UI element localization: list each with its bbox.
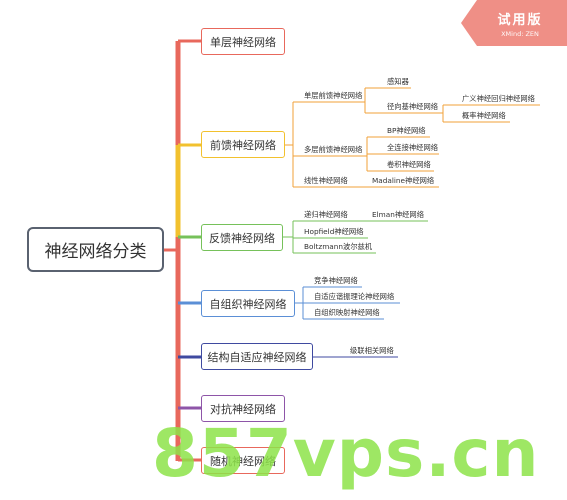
topic-feedback[interactable]: 反馈神经网络 (201, 224, 283, 251)
root-topic[interactable]: 神经网络分类 (27, 227, 164, 272)
subtopic-perceptron[interactable]: 感知器 (387, 77, 409, 86)
subtopic-boltzmann[interactable]: Boltzmann波尔兹机 (304, 242, 373, 251)
subtopic-grnn[interactable]: 广义神经回归神经网络 (462, 94, 535, 103)
subtopic-pnn[interactable]: 概率神经网络 (462, 111, 506, 120)
subtopic-cnn[interactable]: 卷积神经网络 (387, 160, 431, 169)
subtopic-multi-layer-ff[interactable]: 多层前馈神经网络 (304, 145, 363, 154)
subtopic-competitive[interactable]: 竞争神经网络 (314, 276, 358, 285)
trial-badge-subtitle: XMind: ZEN (501, 30, 539, 38)
subtopic-som[interactable]: 自组织映射神经网络 (314, 308, 380, 317)
topic-self-organizing[interactable]: 自组织神经网络 (201, 290, 295, 317)
topic-feedforward[interactable]: 前馈神经网络 (201, 131, 285, 158)
subtopic-rbf[interactable]: 径向基神经网络 (387, 102, 439, 111)
subtopic-elman[interactable]: Elman神经网络 (372, 210, 425, 219)
topic-random[interactable]: 随机神经网络 (201, 447, 285, 474)
topic-structure-adaptive[interactable]: 结构自适应神经网络 (201, 343, 313, 370)
subtopic-madaline[interactable]: Madaline神经网络 (372, 176, 435, 185)
topic-adversarial[interactable]: 对抗神经网络 (201, 395, 285, 422)
trial-badge: 试用版 XMind: ZEN (461, 0, 567, 46)
topic-single-layer[interactable]: 单层神经网络 (201, 28, 285, 55)
subtopic-linear[interactable]: 线性神经网络 (304, 176, 348, 185)
subtopic-recurrent[interactable]: 递归神经网络 (304, 210, 348, 219)
watermark: 857vps.cn (152, 415, 540, 492)
subtopic-hopfield[interactable]: Hopfield神经网络 (304, 227, 364, 236)
subtopic-single-layer-ff[interactable]: 单层前馈神经网络 (304, 91, 363, 100)
trial-badge-title: 试用版 (497, 13, 543, 28)
subtopic-art[interactable]: 自适应谐振理论神经网络 (314, 292, 395, 301)
subtopic-bp[interactable]: BP神经网络 (387, 126, 426, 135)
subtopic-cascade-correlation[interactable]: 级联相关网络 (350, 346, 394, 355)
subtopic-fully-connected[interactable]: 全连接神经网络 (387, 143, 439, 152)
